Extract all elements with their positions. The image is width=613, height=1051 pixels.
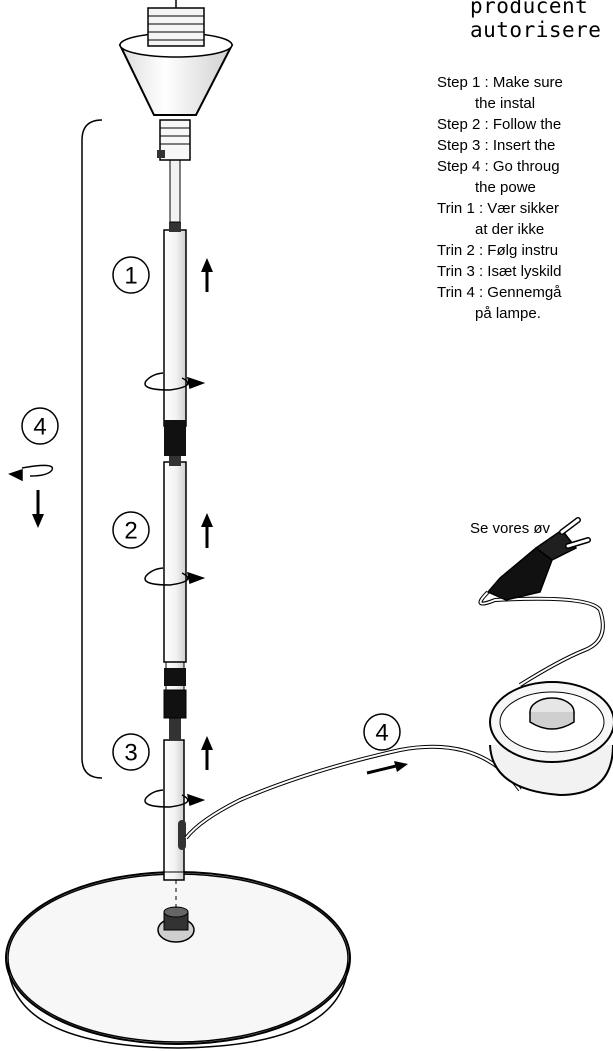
callout-2: 2 (112, 511, 150, 549)
step-1-en: Step 1 : Make sure (437, 74, 563, 91)
tube-section-1 (163, 222, 187, 456)
lamp-base (5, 871, 351, 1049)
callout-3: 3 (112, 733, 150, 771)
power-plug-icon (486, 517, 591, 601)
callout-4-left-label: 4 (33, 414, 46, 441)
step-4-en-cont: the powe (475, 179, 536, 196)
callout-4-left: 4 (21, 407, 59, 445)
down-arrow-icon (32, 490, 44, 528)
up-arrow-icon-1 (201, 258, 213, 292)
trin-4-da: Trin 4 : Gennemgå (437, 284, 562, 301)
length-bracket (81, 119, 103, 779)
tube-section-2 (163, 456, 187, 686)
lampholder-icon (118, 0, 234, 116)
callout-1: 1 (112, 256, 150, 294)
trin-1-da: Trin 1 : Vær sikker (437, 200, 559, 217)
right-arrow-icon (366, 761, 408, 775)
rotate-arrow-icon (8, 464, 54, 482)
trin-4-da-cont: på lampe. (475, 305, 541, 322)
up-arrow-icon-3 (201, 736, 213, 770)
step-4-en: Step 4 : Go throug (437, 158, 560, 175)
callout-2-label: 2 (124, 518, 137, 545)
step-3-en: Step 3 : Insert the (437, 137, 556, 154)
header-line-2: autorisere (470, 18, 602, 42)
callout-3-label: 3 (124, 740, 137, 767)
trin-2-da: Trin 2 : Følg instru (437, 242, 559, 259)
twist-arrow-icon-3 (144, 789, 206, 808)
step-2-en: Step 2 : Follow the (437, 116, 562, 133)
step-1-en-cont: the instal (475, 95, 536, 112)
twist-arrow-icon-2 (144, 567, 206, 586)
callout-4-right-label: 4 (375, 720, 388, 747)
threaded-rod (157, 119, 191, 223)
step-list: Step 1 : Make sure the instal Step 2 : F… (437, 72, 563, 324)
trin-3-da: Trin 3 : Isæt lyskild (437, 263, 562, 280)
up-arrow-icon-2 (201, 513, 213, 548)
callout-1-label: 1 (124, 263, 137, 290)
website-note: Se vores øv (470, 520, 551, 537)
twist-arrow-icon-1 (144, 372, 206, 391)
header-line-1: producent (470, 0, 589, 18)
trin-1-da-cont: at der ikke (475, 221, 545, 238)
callout-4-right: 4 (363, 713, 401, 751)
foot-switch-icon (489, 681, 613, 797)
bottom-tube (163, 739, 186, 881)
